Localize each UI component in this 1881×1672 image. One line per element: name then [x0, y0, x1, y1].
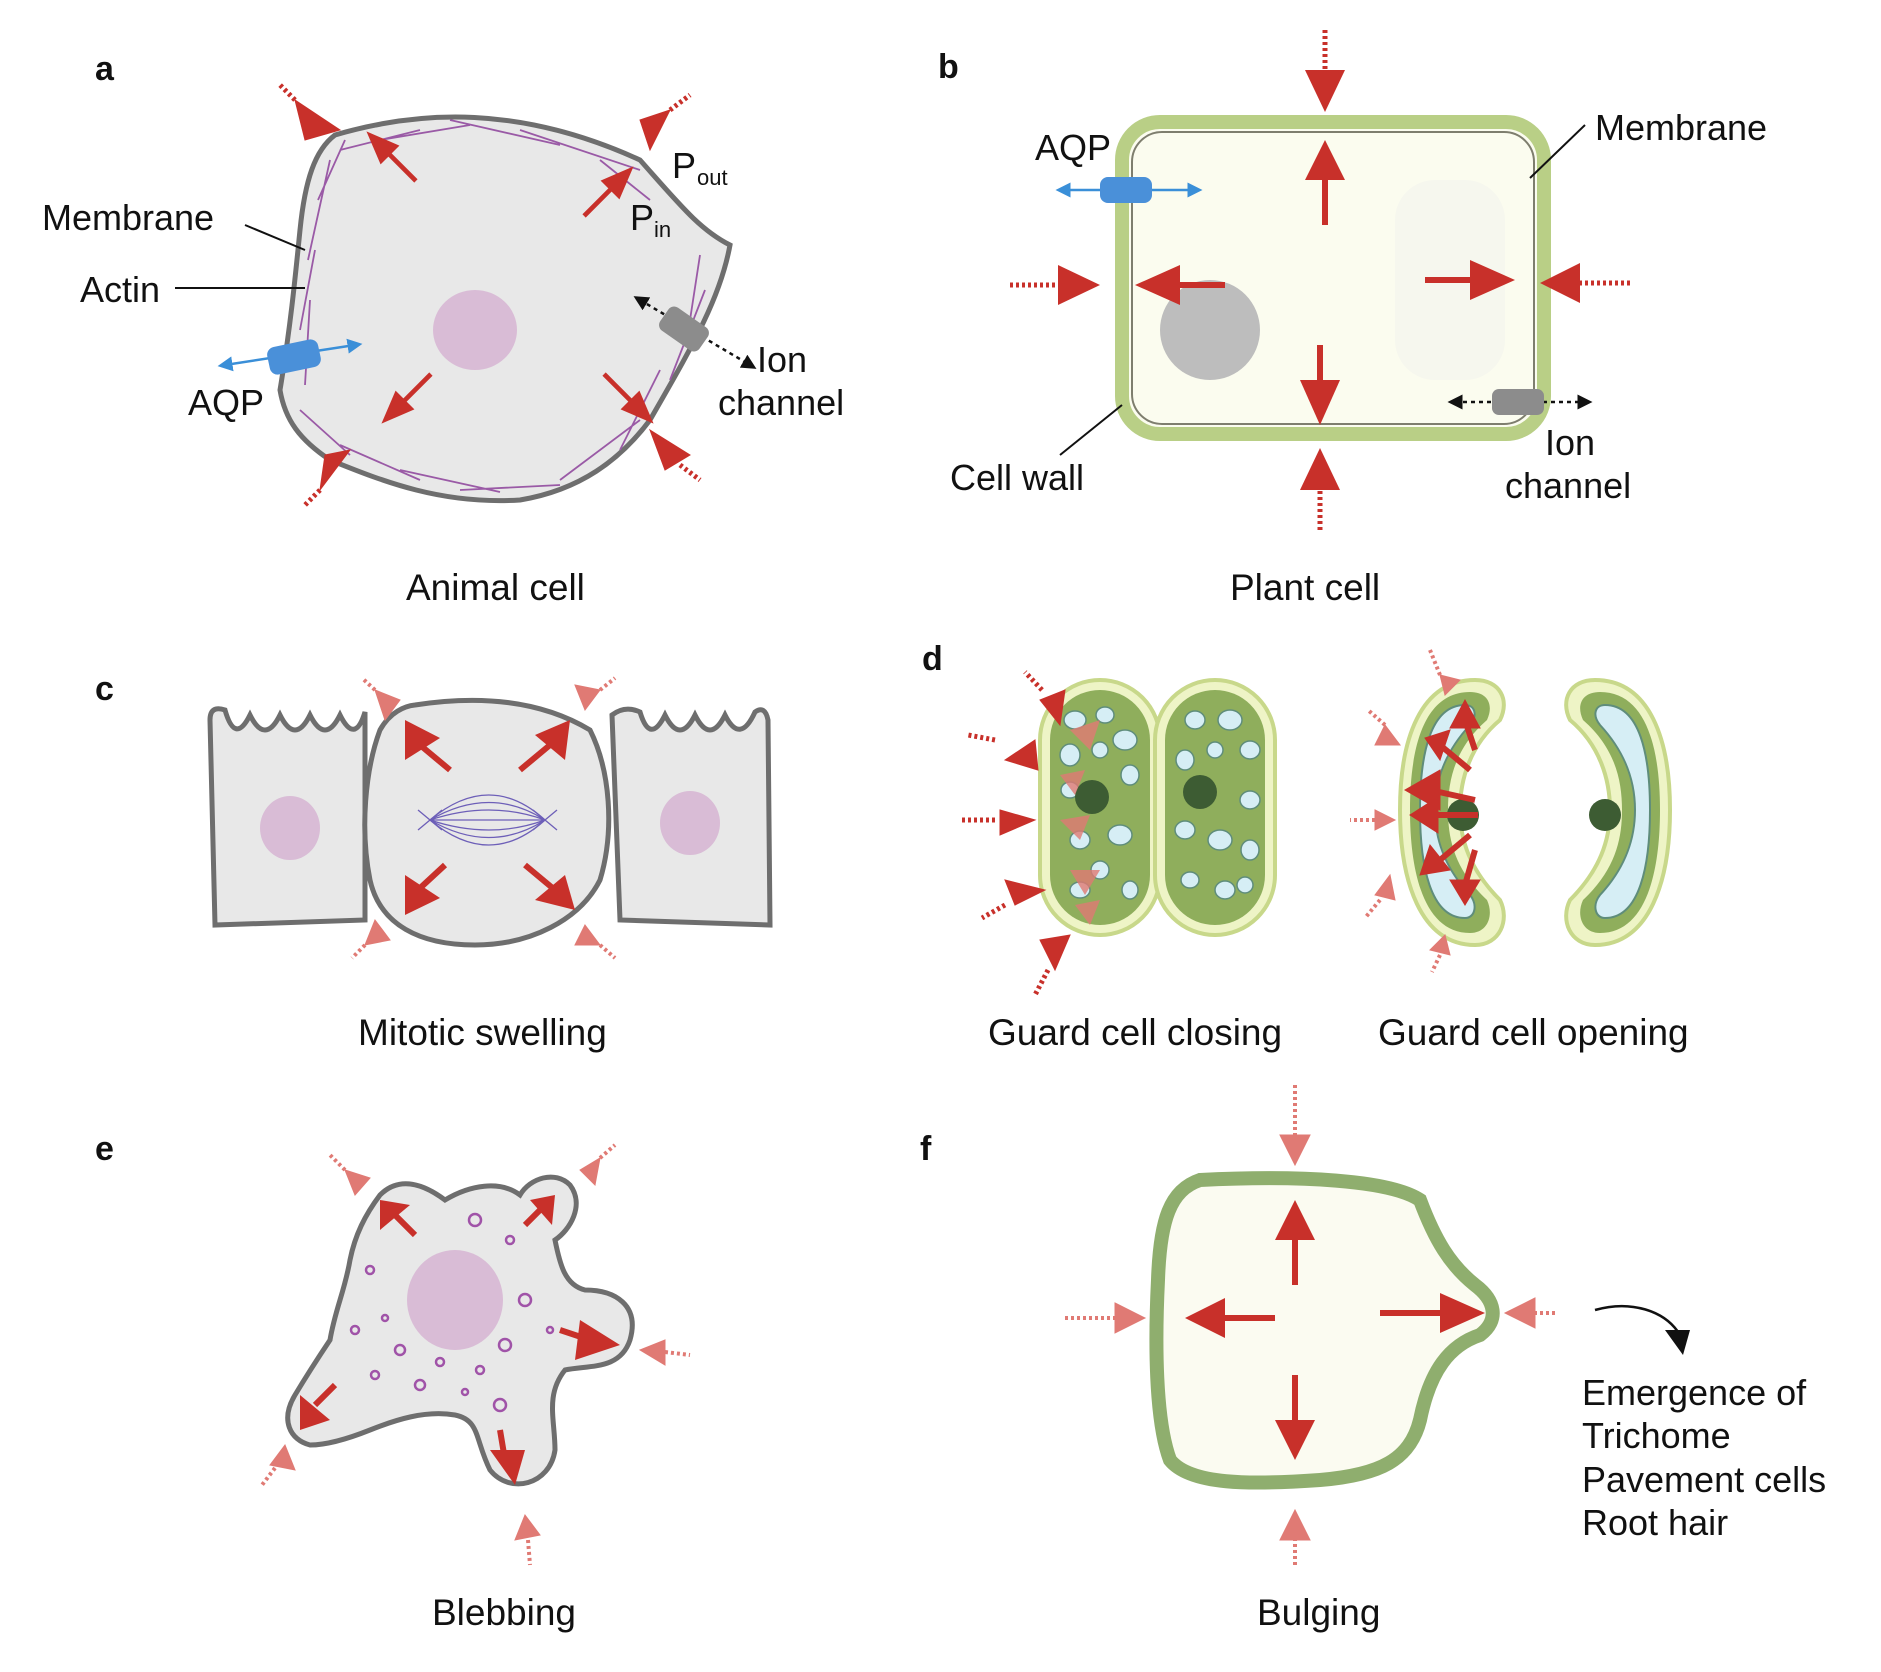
panel-letter-d: d	[922, 640, 943, 678]
label-ion-a-1: Ion	[757, 339, 807, 380]
label-cell-wall: Cell wall	[950, 457, 1084, 498]
bulging-external-arrows	[1065, 1085, 1555, 1565]
plant-aqp-channel-icon	[1100, 177, 1152, 203]
caption-guard-closing: Guard cell closing	[988, 1012, 1282, 1053]
caption-bulging: Bulging	[1257, 1592, 1380, 1633]
label-ion-b-1: Ion	[1545, 422, 1595, 463]
caption-plant-cell: Plant cell	[1230, 567, 1380, 608]
guard-cell-opening	[1350, 649, 1673, 973]
label-ion-a-2: channel	[718, 382, 844, 423]
blebbing-external-arrows	[260, 1143, 691, 1566]
emergence-line-0: Emergence of	[1582, 1372, 1807, 1413]
blebbing-vesicles	[349, 1212, 555, 1413]
mitotic-spindle	[417, 794, 558, 846]
plant-nucleus	[1160, 280, 1260, 380]
label-ion-b-2: channel	[1505, 465, 1631, 506]
panel-letter-a: a	[95, 50, 115, 88]
plant-ion-channel-icon	[1492, 389, 1544, 415]
panel-a: a Membrane Ac	[42, 50, 844, 608]
mitotic-arrows	[405, 720, 575, 915]
label-p-in-sub: in	[654, 217, 671, 242]
animal-external-arrows	[278, 83, 702, 507]
bulging-cell	[1149, 1171, 1500, 1490]
animal-nucleus	[433, 290, 517, 370]
emergence-line-1: Trichome	[1582, 1415, 1731, 1456]
caption-animal-cell: Animal cell	[406, 567, 585, 608]
blebbing-arrows	[300, 1195, 620, 1485]
right-nucleus	[660, 791, 720, 855]
plant-membrane	[1131, 131, 1535, 425]
panel-letter-e: e	[95, 1130, 114, 1168]
caption-blebbing: Blebbing	[432, 1592, 576, 1633]
panel-b: b AQP Membrane Cell wall Ion channel Pla…	[938, 30, 1767, 608]
plant-arrows	[1010, 30, 1630, 530]
panel-letter-c: c	[95, 670, 114, 708]
panel-d: d	[922, 640, 1689, 1053]
ion-channel-icon	[659, 306, 709, 352]
guard-cell-closing	[960, 670, 1277, 997]
panel-e: e Blebbing	[95, 1130, 691, 1633]
panel-letter-f: f	[920, 1130, 932, 1168]
left-nucleus	[260, 796, 320, 860]
label-aqp-b: AQP	[1035, 127, 1111, 168]
ion-channel-arrow	[633, 296, 757, 369]
label-p-in: P	[630, 197, 654, 238]
panel-f: f Emergence of Trichome Pavement cells R…	[920, 1085, 1826, 1633]
panel-c: c Mitotic swelling	[95, 670, 773, 1053]
label-actin: Actin	[80, 269, 160, 310]
label-p-out: P	[672, 145, 696, 186]
caption-mitotic-swelling: Mitotic swelling	[358, 1012, 607, 1053]
mitotic-external-arrows	[350, 676, 617, 960]
label-membrane-b: Membrane	[1595, 107, 1767, 148]
emergence-line-3: Root hair	[1582, 1502, 1728, 1543]
emergence-line-2: Pavement cells	[1582, 1459, 1826, 1500]
panel-letter-b: b	[938, 48, 959, 86]
emergence-arrow	[1594, 1304, 1682, 1336]
aqp-channel-icon	[267, 339, 321, 375]
bulging-arrows	[1185, 1200, 1485, 1460]
label-membrane-a: Membrane	[42, 197, 214, 238]
caption-guard-opening: Guard cell opening	[1378, 1012, 1689, 1053]
label-p-out-sub: out	[697, 165, 728, 190]
blebbing-nucleus	[407, 1250, 503, 1350]
label-aqp-a: AQP	[188, 382, 264, 423]
